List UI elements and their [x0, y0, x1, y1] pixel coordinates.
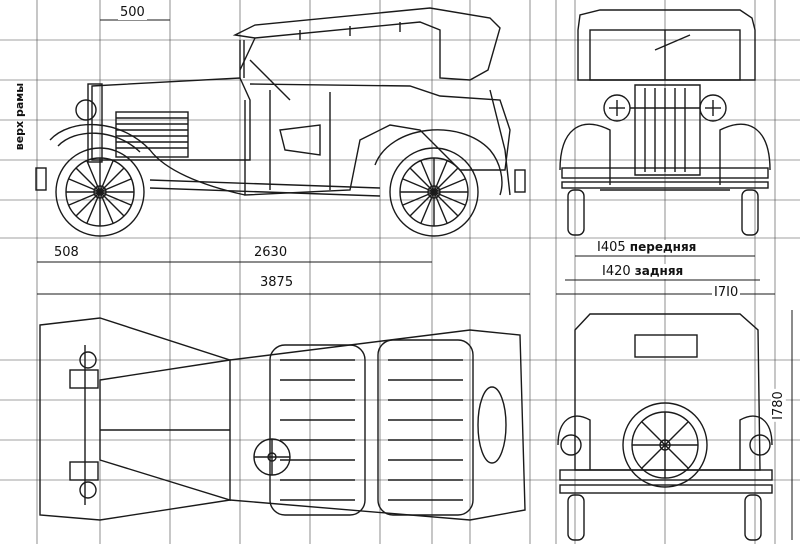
dimension-front-overhang: 508 [52, 245, 81, 260]
rear-track-label: задняя [634, 264, 684, 278]
rear-wheel-side [389, 147, 479, 237]
side-view [35, 7, 526, 197]
rear-track-value: I420 [602, 264, 631, 279]
front-track-value: I405 [597, 240, 626, 255]
rear-view [557, 313, 773, 541]
top-view [39, 317, 526, 521]
dimension-front-track: I405 передняя [595, 240, 699, 255]
front-track-label: передняя [629, 240, 697, 254]
frame-top-label: верх рамы [13, 82, 27, 151]
dimension-overall-length: 3875 [258, 275, 296, 290]
dimension-top-offset: 500 [118, 5, 147, 20]
dimension-overall-width: I7I0 [712, 285, 741, 300]
dimension-lines [37, 19, 793, 540]
front-wheel-side [55, 147, 145, 237]
dimension-rear-track: I420 задняя [600, 264, 686, 279]
dimension-wheelbase: 2630 [252, 245, 290, 260]
front-view [559, 9, 771, 236]
dimension-overall-height: I780 [770, 389, 786, 422]
